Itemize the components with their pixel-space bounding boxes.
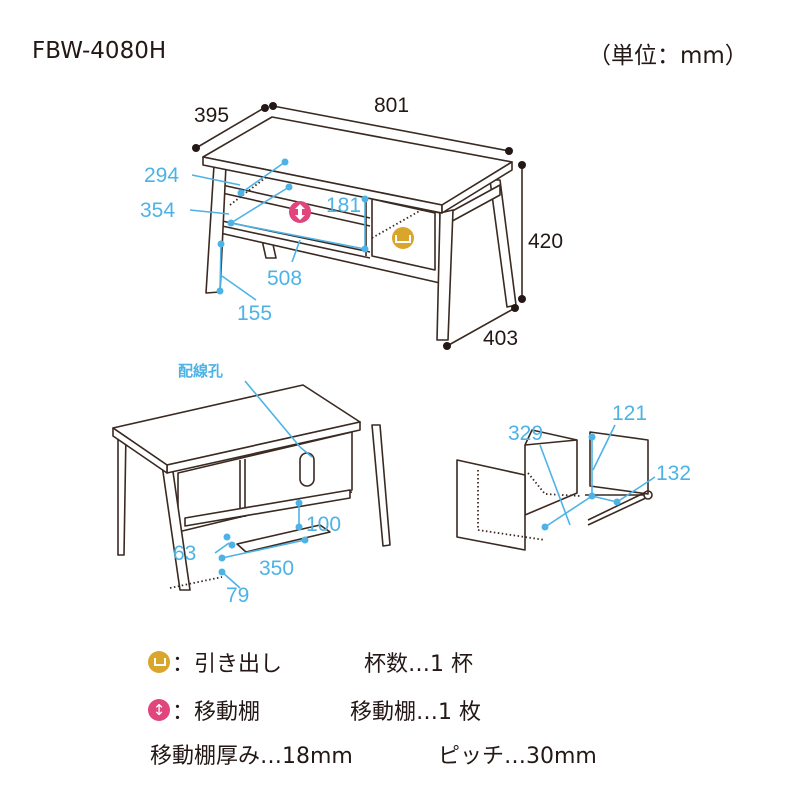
- d63-label: 63: [173, 542, 196, 565]
- drawer-icon: [392, 227, 414, 249]
- movable-shelf-icon: [289, 201, 311, 223]
- legend-shelf-count: 移動棚…1 枚: [350, 700, 481, 725]
- shelf-depth-a-label: 294: [144, 164, 179, 187]
- drawer-icon: [148, 651, 170, 673]
- cable-hole-label: 配線孔: [178, 362, 223, 380]
- leg-depth-label: 403: [483, 327, 518, 350]
- shelf-thickness-note: 移動棚厚み…18mm: [150, 744, 353, 769]
- drawer-view-drawing: 329 121 132: [456, 402, 691, 551]
- inner-height-label: 181: [326, 194, 361, 217]
- d121-label: 121: [612, 402, 647, 425]
- cable-hole: [299, 452, 315, 487]
- height-label: 420: [528, 230, 563, 253]
- legend-shelf: ↕ ：移動棚 移動棚…1 枚: [148, 694, 481, 726]
- d79-label: 79: [226, 584, 249, 607]
- legend-drawer: ：引き出し 杯数…1 杯: [148, 646, 473, 678]
- leg-clearance-label: 155: [237, 302, 272, 325]
- legend-drawer-count: 杯数…1 杯: [364, 652, 473, 677]
- notes: 移動棚厚み…18mm ピッチ…30mm: [150, 738, 597, 770]
- shelf-depth-b-label: 354: [140, 199, 175, 222]
- unit-label: （単位：mm）: [588, 43, 748, 69]
- width-label: 801: [374, 94, 409, 117]
- depth-label: 395: [194, 104, 229, 127]
- pitch-note: ピッチ…30mm: [438, 744, 597, 769]
- d329-label: 329: [508, 422, 543, 445]
- back-view-drawing: 配線孔 100 63 350 79: [112, 362, 391, 607]
- inner-width-label: 508: [267, 267, 302, 290]
- d132-label: 132: [656, 462, 691, 485]
- d350-label: 350: [259, 557, 294, 580]
- d100-label: 100: [306, 513, 341, 536]
- legend-drawer-label: ：引き出し: [172, 652, 283, 677]
- model-number: FBW-4080H: [32, 38, 167, 64]
- front-view-drawing: 395 801 420 403 294 354 181 508 155: [140, 94, 563, 350]
- movable-shelf-icon: ↕: [148, 699, 170, 721]
- legend-shelf-label: ：移動棚: [172, 700, 261, 725]
